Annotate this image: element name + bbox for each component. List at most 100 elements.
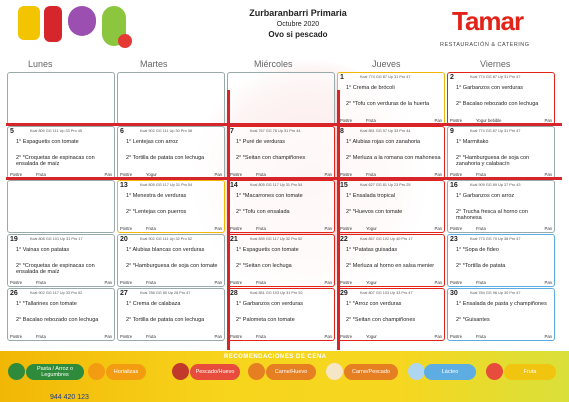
day-number: 26 bbox=[10, 290, 18, 297]
grid-divider-horizontal bbox=[6, 177, 562, 180]
day-number: 30 bbox=[450, 290, 458, 297]
nutrition-info: Kcal 809 GG 111 Up 33 Pro 45 bbox=[30, 129, 82, 133]
first-course: 1° Ensalada de pasta y champiñones bbox=[456, 301, 547, 307]
dessert-label: Postre bbox=[450, 280, 463, 285]
bread-label: Pan bbox=[214, 172, 222, 177]
monster-purple-illustration bbox=[68, 6, 96, 36]
empty-day-cell bbox=[7, 72, 115, 125]
first-course: 1° *Macarrones con tomate bbox=[236, 193, 303, 199]
dessert-value: Fruta bbox=[476, 280, 486, 285]
day-number: 27 bbox=[120, 290, 128, 297]
first-course: 1° Marmitako bbox=[456, 139, 489, 145]
egg-icon bbox=[326, 363, 343, 380]
dessert-label: Postre bbox=[340, 172, 353, 177]
bread-label: Pan bbox=[434, 226, 442, 231]
bread-label: Pan bbox=[324, 280, 332, 285]
empty-day-cell bbox=[227, 72, 335, 125]
dessert-value: Yogur bbox=[146, 172, 157, 177]
legend-lacteo: Lácteo bbox=[424, 364, 476, 380]
empty-day-cell bbox=[117, 72, 225, 125]
dessert-label: Postre bbox=[340, 280, 353, 285]
bread-label: Pan bbox=[104, 280, 112, 285]
bread-label: Pan bbox=[434, 172, 442, 177]
dessert-label: Postre bbox=[450, 118, 463, 123]
monster-red-illustration bbox=[44, 6, 62, 42]
day-header-jueves: Jueves bbox=[372, 59, 401, 69]
dessert-value: Fruta bbox=[146, 280, 156, 285]
second-course: 2° Trucha fresca al horno con mahonesa bbox=[456, 209, 528, 221]
dessert-value: Fruta bbox=[256, 172, 266, 177]
second-course: 2° Bacalao rebozado con lechuga bbox=[456, 101, 539, 107]
day-number: 2 bbox=[450, 74, 454, 81]
second-course: 2° *Croquetas de espinacas con ensalada … bbox=[16, 155, 95, 167]
nutrition-info: Kcal 909 GG 89 Up 37 Pro 43 bbox=[470, 183, 521, 187]
dessert-label: Postre bbox=[230, 172, 243, 177]
first-course: 1° Vainas con patatas bbox=[16, 247, 70, 253]
dessert-value: Yogur bbox=[366, 280, 377, 285]
dessert-value: Yogur bbox=[366, 334, 377, 339]
second-course: 2° *Seitan con champiñones bbox=[346, 317, 416, 323]
bread-label: Pan bbox=[544, 280, 552, 285]
dessert-label: Postre bbox=[120, 226, 133, 231]
monster-yellow-illustration bbox=[18, 6, 40, 40]
second-course: 2° *Croquetas de espinacas con ensalada … bbox=[16, 263, 95, 275]
brand-tagline: RESTAURACIÓN & CATERING bbox=[440, 42, 530, 48]
dessert-label: Postre bbox=[230, 334, 243, 339]
nutrition-info: Kcal 902 GG 111 Up 30 Pro 38 bbox=[140, 129, 192, 133]
dessert-value: Yogur bebible bbox=[476, 118, 502, 123]
day-header-miercoles: Miércoles bbox=[254, 59, 293, 69]
first-course: 1° *Arroz con verduras bbox=[346, 301, 402, 307]
vegetables-illustration bbox=[118, 34, 132, 48]
vegetables-icon bbox=[88, 363, 105, 380]
day-number: 19 bbox=[10, 236, 18, 243]
nutrition-info: Kcal 807 GG 103 Up 33 Pro 47 bbox=[360, 291, 413, 295]
dessert-value: Fruta bbox=[36, 334, 46, 339]
dessert-value: Fruta bbox=[146, 334, 156, 339]
bread-label: Pan bbox=[544, 334, 552, 339]
dessert-label: Postre bbox=[120, 334, 133, 339]
second-course: 2° Merluza al horno en salsa menier bbox=[346, 263, 435, 269]
nutrition-info: Kcal 902 GG 111 Up 32 Pro 52 bbox=[140, 237, 192, 241]
bread-label: Pan bbox=[324, 226, 332, 231]
day-number: 13 bbox=[120, 182, 128, 189]
grid-divider-vertical bbox=[227, 90, 230, 350]
second-course: 2° Bacalao rebozado con lechuga bbox=[16, 317, 99, 323]
bread-label: Pan bbox=[434, 334, 442, 339]
day-number: 28 bbox=[230, 290, 238, 297]
grid-divider-horizontal bbox=[6, 123, 562, 126]
day-number: 29 bbox=[340, 290, 348, 297]
day-number: 1 bbox=[340, 74, 344, 81]
dessert-label: Postre bbox=[450, 334, 463, 339]
nutrition-info: Kcal 805 GG 117 Up 31 Pro 54 bbox=[140, 183, 193, 187]
day-number: 6 bbox=[120, 128, 124, 135]
first-course: 1° Alubias rojas con zanahoria bbox=[346, 139, 421, 145]
dessert-label: Postre bbox=[120, 280, 133, 285]
bread-label: Pan bbox=[214, 334, 222, 339]
day-number: 5 bbox=[10, 128, 14, 135]
nutrition-info: Kcal 851 GG 97 Up 33 Pro 44 bbox=[360, 129, 411, 133]
first-course: 1° Ensalada tropical bbox=[346, 193, 395, 199]
dessert-value: Fruta bbox=[146, 226, 156, 231]
dessert-value: Fruta bbox=[256, 226, 266, 231]
dessert-label: Postre bbox=[340, 334, 353, 339]
first-course: 1° Espaguetis con tomate bbox=[16, 139, 79, 145]
day-number: 8 bbox=[340, 128, 344, 135]
nutrition-info: Kcal 857 GG 102 Up 40 Pro 17 bbox=[360, 237, 413, 241]
bread-label: Pan bbox=[324, 334, 332, 339]
second-course: 2° *Seitan con champiñones bbox=[236, 155, 306, 161]
nutrition-info: Kcal 627 GG 81 Up 23 Pro 25 bbox=[360, 183, 411, 187]
nutrition-info: Kcal 805 GG 117 Up 31 Pro 54 bbox=[250, 183, 303, 187]
dessert-label: Postre bbox=[450, 172, 463, 177]
dessert-value: Fruta bbox=[366, 172, 376, 177]
footer-phone: 944 420 123 bbox=[50, 394, 89, 401]
dessert-label: Postre bbox=[230, 226, 243, 231]
nutrition-info: Kcal 774 GG 87 Up 31 Pro 47 bbox=[470, 129, 521, 133]
second-course: 2° Merluza a la romana con mahonesa bbox=[346, 155, 441, 161]
